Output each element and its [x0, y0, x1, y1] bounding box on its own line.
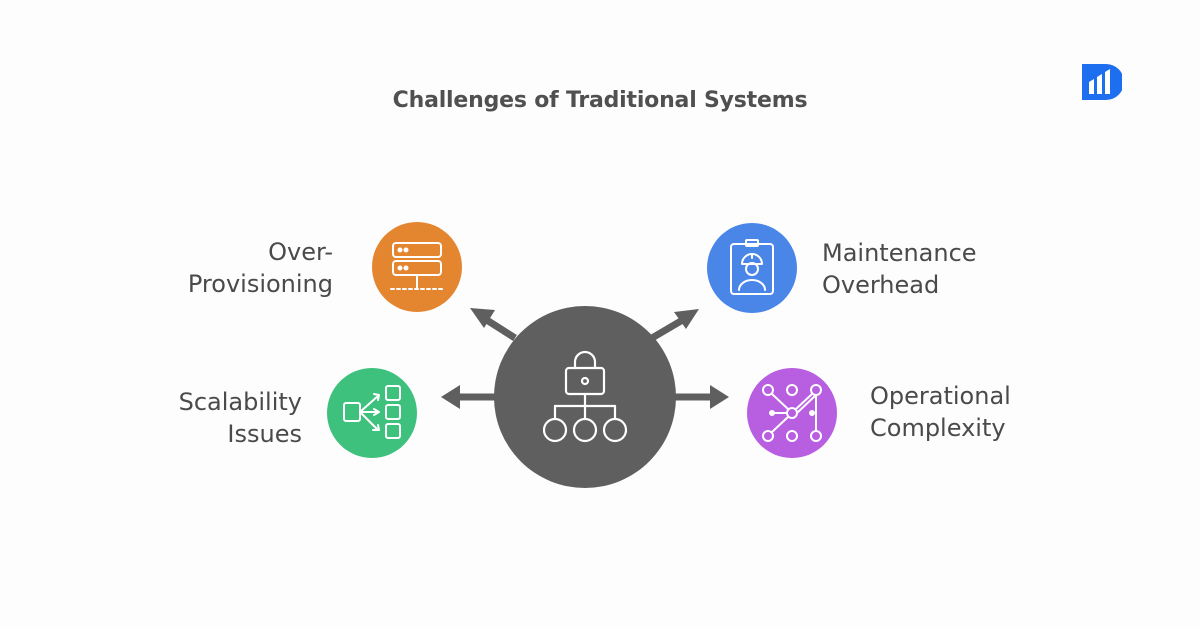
arrow-to-operational-complexity: [671, 385, 729, 409]
arrow-to-scalability-issues: [441, 385, 497, 409]
arrow-to-over-provisioning: [470, 308, 517, 341]
worker-badge-icon: [730, 239, 774, 295]
scalability-issues-node: [327, 368, 417, 458]
label-operational-complexity: Operational Complexity: [870, 382, 1011, 442]
flow-split-icon: [343, 385, 401, 439]
brand-logo-icon: [1082, 64, 1122, 100]
over-provisioning-node: [372, 222, 462, 312]
operational-complexity-node: [747, 368, 837, 458]
label-maintenance-overhead: Maintenance Overhead: [822, 239, 977, 299]
maintenance-overhead-node: [707, 223, 797, 313]
server-rack-icon: [390, 242, 444, 290]
central-hub: [494, 306, 676, 488]
label-over-provisioning: Over- Provisioning: [187, 238, 333, 298]
network-nodes-icon: [762, 384, 822, 442]
label-scalability-issues: Scalability Issues: [178, 388, 302, 448]
lock-hierarchy-icon: [542, 350, 628, 443]
arrow-to-maintenance-overhead: [650, 309, 699, 342]
page-title: Challenges of Traditional Systems: [392, 88, 808, 113]
